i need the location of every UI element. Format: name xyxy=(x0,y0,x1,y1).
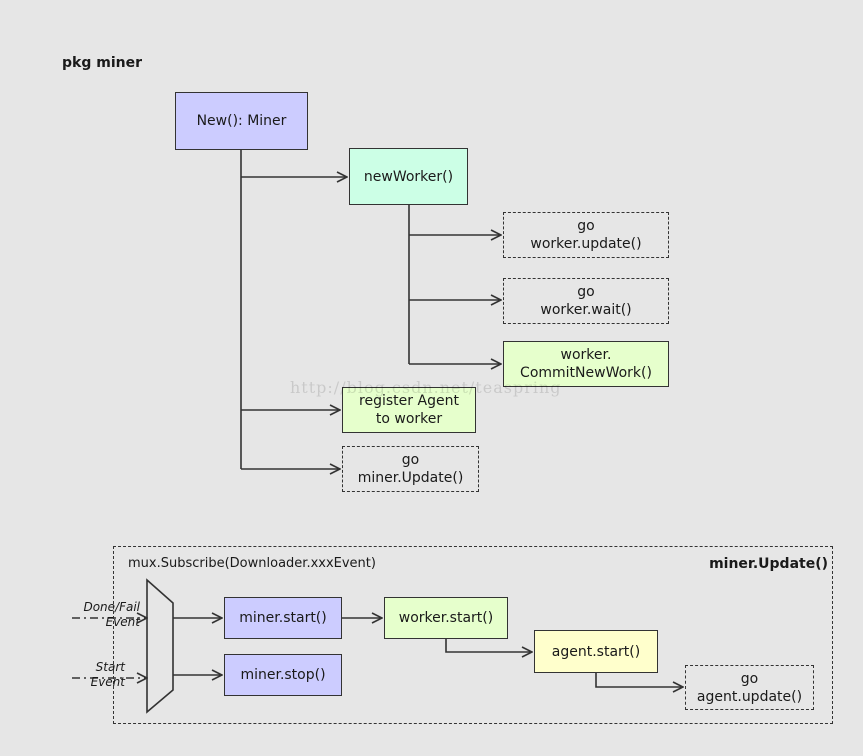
done-fail-event-label: Done/Fail Event xyxy=(83,600,140,629)
mux-shape xyxy=(146,578,174,714)
agent-update-node: go agent.update() xyxy=(685,665,814,710)
new-miner-node: New(): Miner xyxy=(175,92,308,150)
miner-stop-node: miner.stop() xyxy=(224,654,342,696)
worker-wait-node: go worker.wait() xyxy=(503,278,669,324)
panel-title: miner.Update() xyxy=(709,556,828,572)
diagram-title: pkg miner xyxy=(62,55,142,71)
arrow-to-agent-start xyxy=(445,639,532,652)
worker-update-node: go worker.update() xyxy=(503,212,669,258)
subscribe-label: mux.Subscribe(Downloader.xxxEvent) xyxy=(128,556,376,571)
commit-new-work-node: worker. CommitNewWork() xyxy=(503,341,669,387)
new-worker-node: newWorker() xyxy=(349,148,468,205)
register-agent-node: register Agent to worker xyxy=(342,387,476,433)
miner-update-panel xyxy=(113,546,833,724)
start-event-label: Start Event xyxy=(90,660,125,689)
agent-start-node: agent.start() xyxy=(534,630,658,673)
miner-update-go-node: go miner.Update() xyxy=(342,446,479,492)
miner-start-node: miner.start() xyxy=(224,597,342,639)
watermark: http://blog.csdn.net/teaspring xyxy=(290,378,562,397)
worker-start-node: worker.start() xyxy=(384,597,508,639)
arrow-to-agent-update xyxy=(595,673,683,687)
